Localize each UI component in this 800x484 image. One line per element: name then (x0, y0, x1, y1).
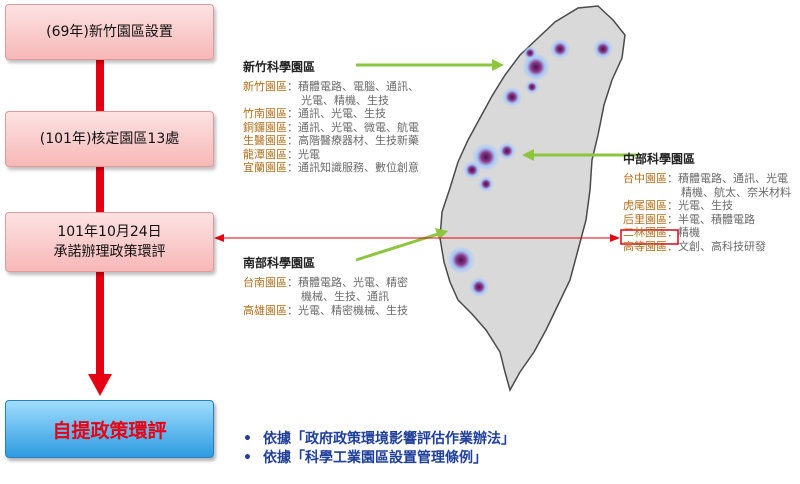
park-separator: ： (287, 304, 298, 317)
flow-step-3-line2: 承諾辦理政策環評 (53, 244, 166, 260)
park-row: 機械、生技、通訊 (243, 290, 389, 303)
basis-text: 依據「科學工業園區設置管理條例」 (263, 450, 487, 466)
park-row: 后里園區：半電、積體電路 (623, 213, 755, 226)
park-separator: ： (667, 172, 678, 185)
park-name: 后里園區 (623, 212, 667, 226)
park-row: 宜蘭園區：通訊知識服務、數位創意 (243, 161, 419, 174)
final-step: 自提政策環評 (5, 400, 214, 458)
park-separator: ： (287, 276, 298, 289)
flow-arrow-down (88, 374, 112, 396)
park-industries: 光電、精密機械、生技 (298, 304, 408, 317)
flow-step-3: 101年10月24日 承諾辦理政策環評 (5, 212, 214, 272)
park-name: 龍潭園區 (243, 147, 287, 161)
park-industries: 高階醫療器材、生技新藥 (298, 134, 419, 147)
flow-step-2: (101年)核定園區13處 (5, 111, 214, 167)
park-name: 銅鑼園區 (243, 120, 287, 134)
park-separator: ： (287, 80, 298, 93)
north-park-title: 新竹科學園區 (243, 60, 316, 74)
park-row: 二林園區：精機 (623, 226, 700, 239)
park-row: 虎尾園區：光電、生技 (623, 199, 733, 212)
park-industries: 通訊知識服務、數位創意 (298, 161, 419, 174)
park-name: 台中園區 (623, 172, 667, 185)
park-name: 台南園區 (243, 276, 287, 289)
park-name: 高等園區 (623, 239, 667, 253)
park-row: 新竹園區：積體電路、電腦、通訊、 (243, 80, 419, 93)
park-industries: 積體電路、光電、精密 (298, 276, 408, 289)
flow-step-3-line1: 101年10月24日 (57, 224, 162, 240)
park-industries: 光電、精機、生技 (301, 93, 389, 107)
park-industries: 積體電路、通訊、光電 (678, 172, 788, 185)
final-step-text: 自提政策環評 (52, 419, 167, 442)
park-industries: 文創、高科技研發 (678, 239, 766, 253)
park-name: 竹南園區 (243, 107, 287, 120)
basis-item: • 依據「科學工業園區設置管理條例」 (243, 447, 487, 467)
park-row: 生醫園區：高階醫療器材、生技新藥 (243, 134, 419, 147)
park-row: 龍潭園區：光電 (243, 148, 320, 161)
park-separator: ： (667, 239, 678, 253)
park-name: 生醫園區 (243, 134, 287, 147)
park-separator: ： (667, 212, 678, 226)
flow-step-1: (69年)新竹園區設置 (5, 4, 214, 60)
basis-item: • 依據「政府政策環境影響評估作業辦法」 (243, 428, 515, 448)
park-separator: ： (287, 120, 298, 134)
flow-step-1-text: (69年)新竹園區設置 (46, 24, 173, 40)
park-industries: 半電、積體電路 (678, 212, 755, 226)
basis-text: 依據「政府政策環境影響評估作業辦法」 (263, 431, 515, 447)
park-separator: ： (667, 226, 678, 239)
park-row: 台中園區：積體電路、通訊、光電 (623, 172, 788, 185)
park-industries: 積體電路、電腦、通訊、 (298, 80, 419, 93)
park-industries: 光電 (298, 147, 320, 161)
park-industries: 精機、航太、奈米材料 (681, 185, 791, 199)
bullet-marker: • (243, 431, 252, 447)
bullet-marker: • (243, 450, 252, 466)
park-name: 虎尾園區 (623, 199, 667, 212)
flow-step-2-text: (101年)核定園區13處 (39, 131, 180, 147)
park-industries: 機械、生技、通訊 (301, 290, 389, 303)
park-separator: ： (287, 147, 298, 161)
central-park-title: 中部科學園區 (623, 152, 696, 166)
park-name: 高雄園區 (243, 304, 287, 317)
park-row: 高雄園區：光電、精密機械、生技 (243, 304, 408, 317)
park-industries: 通訊、光電、生技 (298, 107, 386, 120)
park-row: 高等園區：文創、高科技研發 (623, 240, 766, 253)
park-separator: ： (287, 134, 298, 147)
park-industries: 精機 (678, 226, 700, 239)
park-industries: 通訊、光電、微電、航電 (298, 120, 419, 134)
park-row: 銅鑼園區：通訊、光電、微電、航電 (243, 121, 419, 134)
park-row: 精機、航太、奈米材料 (623, 186, 791, 199)
park-separator: ： (287, 161, 298, 174)
park-name: 二林園區 (623, 226, 667, 239)
park-industries: 光電、生技 (678, 199, 733, 212)
park-name: 宜蘭園區 (243, 161, 287, 174)
park-name: 新竹園區 (243, 80, 287, 93)
south-park-title: 南部科學園區 (243, 256, 316, 270)
park-row: 光電、精機、生技 (243, 94, 389, 107)
park-separator: ： (667, 199, 678, 212)
park-row: 竹南園區：通訊、光電、生技 (243, 107, 386, 120)
park-row: 台南園區：積體電路、光電、精密 (243, 276, 408, 289)
park-separator: ： (287, 107, 298, 120)
